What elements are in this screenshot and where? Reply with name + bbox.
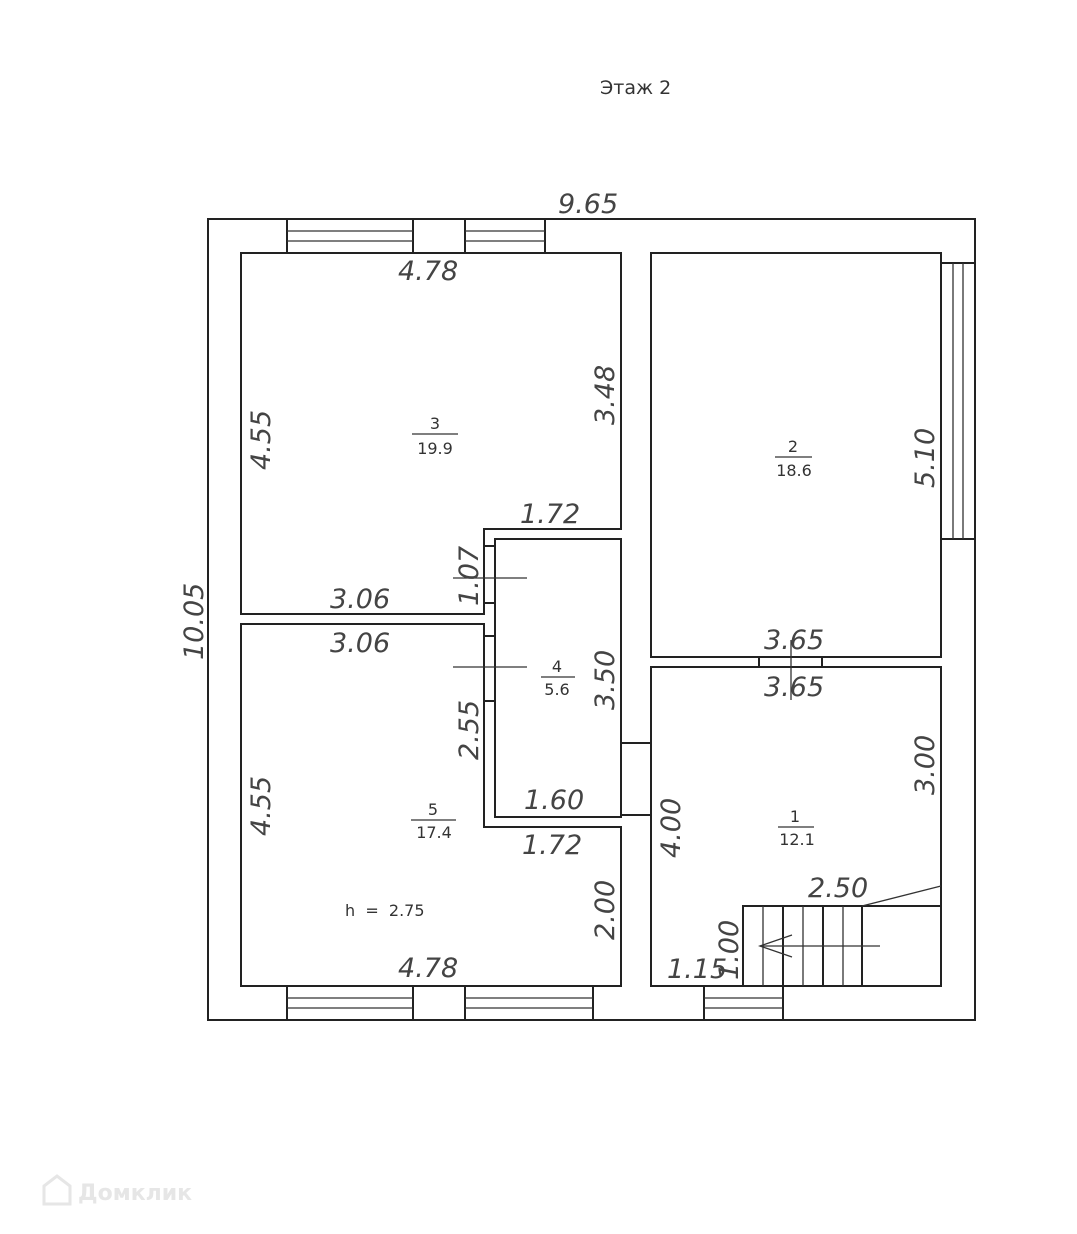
window-bottom-1 — [286, 985, 414, 1021]
room-5 — [240, 623, 622, 987]
room-label-4: 4 5.6 — [541, 657, 575, 699]
svg-text:19.9: 19.9 — [417, 439, 453, 458]
room-label-3: 3 19.9 — [412, 414, 458, 458]
dim: 2.50 — [808, 873, 868, 904]
dim: 3.06 — [330, 584, 390, 615]
dim: 2.00 — [590, 880, 621, 940]
svg-text:5.6: 5.6 — [544, 680, 569, 699]
svg-text:1: 1 — [790, 807, 800, 826]
dim: 4.78 — [398, 953, 458, 984]
dim: 5.10 — [910, 428, 941, 488]
dim: 3.06 — [330, 628, 390, 659]
dim: 4.55 — [246, 776, 277, 836]
floor-title: Этаж 2 — [600, 77, 671, 99]
room-4 — [494, 538, 622, 818]
svg-text:5: 5 — [428, 800, 438, 819]
svg-text:2: 2 — [788, 437, 798, 456]
watermark-logo: Домклик — [42, 1174, 192, 1206]
dim: 1.00 — [714, 920, 745, 980]
staircase — [742, 885, 942, 986]
svg-text:17.4: 17.4 — [416, 823, 452, 842]
svg-text:18.6: 18.6 — [776, 461, 812, 480]
room-label-5: 5 17.4 — [411, 800, 456, 842]
door-room2 — [758, 640, 823, 700]
dim: 4.00 — [656, 798, 687, 858]
dim: 1.15 — [667, 954, 727, 985]
svg-text:Домклик: Домклик — [78, 1181, 192, 1206]
dim: 4.55 — [246, 410, 277, 470]
window-right — [940, 262, 976, 540]
dim: 1.60 — [524, 785, 584, 816]
dim: 3.50 — [590, 650, 621, 710]
dim: 1.07 — [454, 546, 485, 606]
dim: 3.65 — [764, 625, 824, 656]
dim: 2.55 — [454, 700, 485, 760]
room-label-1: 1 12.1 — [778, 807, 815, 849]
dim: 1.72 — [520, 499, 580, 530]
room-1 — [650, 666, 942, 987]
door-room4 — [453, 545, 527, 702]
dim: 3.65 — [764, 672, 824, 703]
window-top-1 — [286, 218, 414, 254]
wall-connectors — [621, 742, 651, 816]
room-label-2: 2 18.6 — [775, 437, 812, 480]
dim: 4.78 — [398, 256, 458, 287]
svg-text:3: 3 — [430, 414, 440, 433]
svg-text:4: 4 — [552, 657, 562, 676]
window-top-2 — [464, 218, 546, 254]
room-3 — [240, 252, 622, 615]
dim-overall-height: 10.05 — [179, 583, 210, 660]
dim: 3.00 — [910, 735, 941, 795]
dim: 3.48 — [590, 365, 621, 425]
window-bottom-2 — [464, 985, 594, 1021]
ceiling-height: h = 2.75 — [345, 901, 425, 920]
dim-overall-width: 9.65 — [558, 189, 618, 220]
dim: 1.72 — [522, 830, 582, 861]
svg-text:12.1: 12.1 — [779, 830, 815, 849]
window-bottom-3 — [703, 985, 784, 1021]
